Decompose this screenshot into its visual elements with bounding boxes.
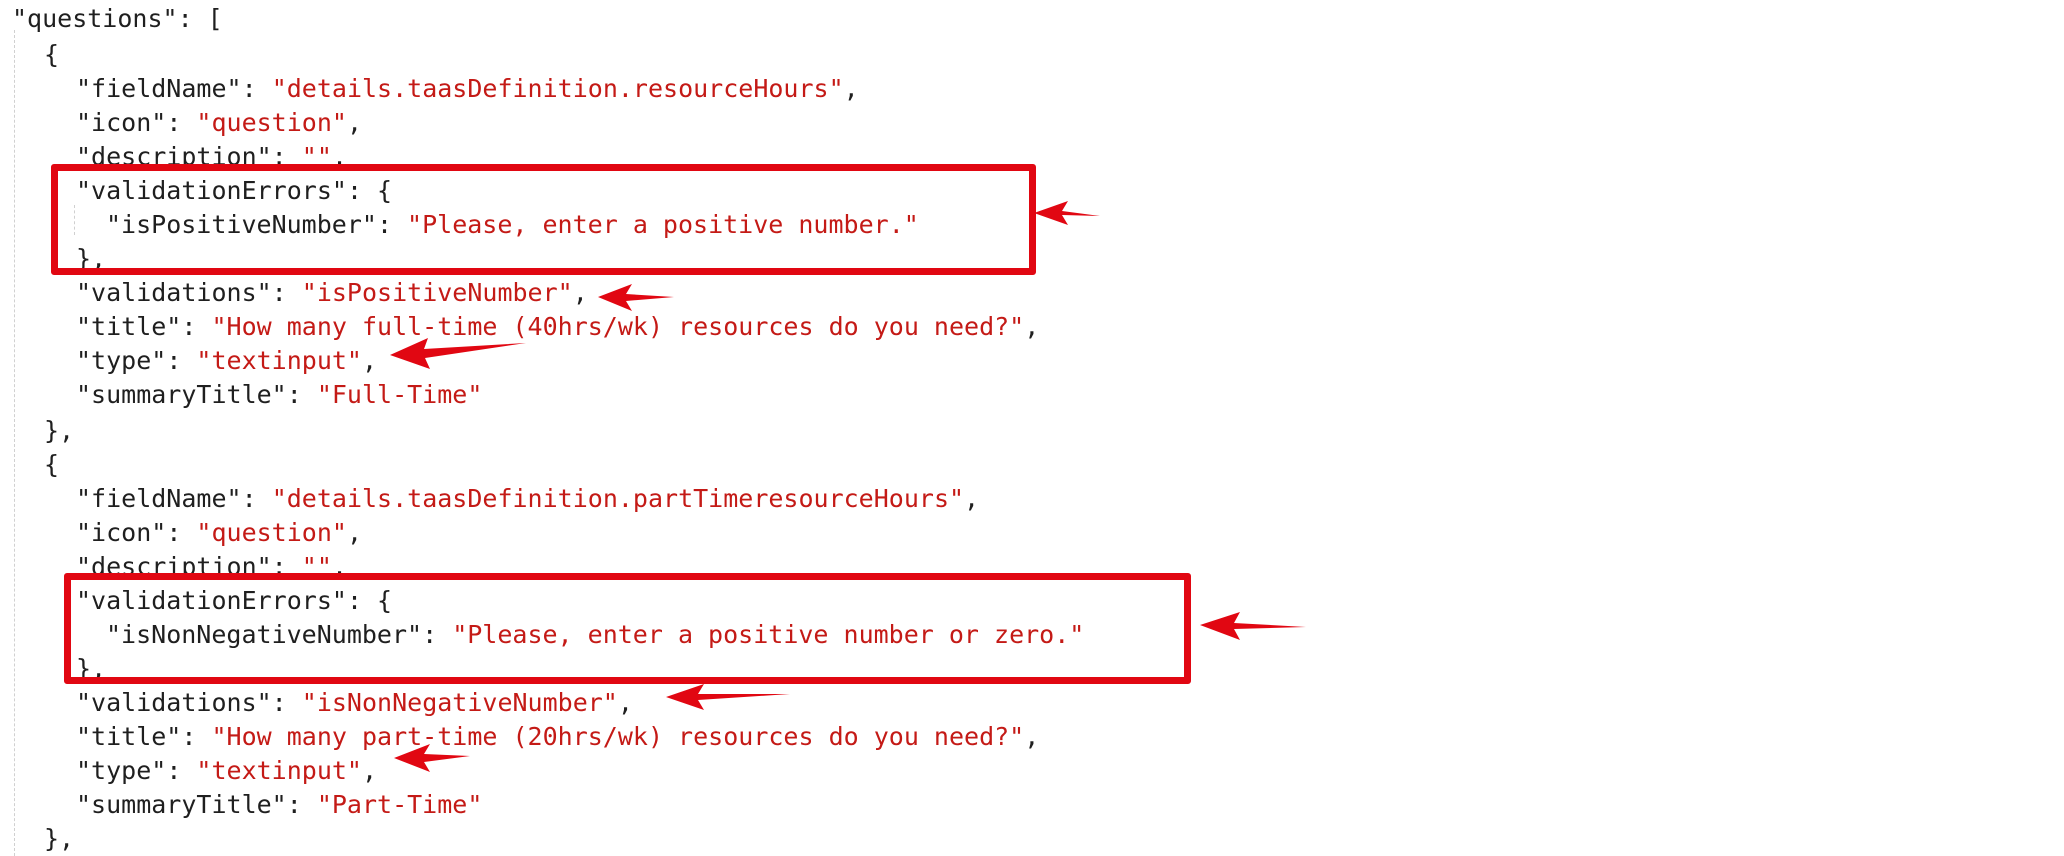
code-line: "summaryTitle": "Part-Time" (76, 790, 483, 819)
code-line: "type": "textinput", (76, 756, 378, 785)
indent-guide (74, 205, 75, 235)
code-line: "title": "How many part-time (20hrs/wk) … (76, 722, 1040, 751)
code-line: "validationErrors": { (76, 176, 393, 205)
code-line: "questions": [ (12, 4, 223, 33)
code-line: { (44, 40, 60, 69)
red-arrow-left-icon (666, 684, 790, 710)
code-line: }, (44, 824, 75, 853)
annotation-box-validation-errors (64, 573, 1191, 684)
code-line: "validationErrors": { (76, 586, 393, 615)
code-line: { (44, 450, 60, 479)
annotation-box-validation-errors (51, 164, 1036, 275)
code-line: }, (44, 416, 75, 445)
code-line: "summaryTitle": "Full-Time" (76, 380, 483, 409)
red-arrow-left-icon (390, 338, 526, 369)
code-line: "icon": "question", (76, 518, 362, 547)
red-arrow-left-icon (1200, 612, 1306, 640)
code-line: "validations": "isPositiveNumber", (76, 278, 588, 307)
red-arrow-left-icon (1034, 201, 1100, 225)
code-line: "fieldName": "details.taasDefinition.par… (76, 484, 980, 513)
code-line: "type": "textinput", (76, 346, 378, 375)
code-line: "fieldName": "details.taasDefinition.res… (76, 74, 859, 103)
code-line: "icon": "question", (76, 108, 362, 137)
code-line: "isPositiveNumber": "Please, enter a pos… (106, 210, 919, 239)
code-line: "title": "How many full-time (40hrs/wk) … (76, 312, 1040, 341)
code-line: "isNonNegativeNumber": "Please, enter a … (106, 620, 1085, 649)
code-line: "validations": "isNonNegativeNumber", (76, 688, 633, 717)
red-arrow-left-icon (598, 284, 674, 311)
red-arrow-left-icon (394, 744, 470, 772)
indent-guide (14, 30, 15, 856)
